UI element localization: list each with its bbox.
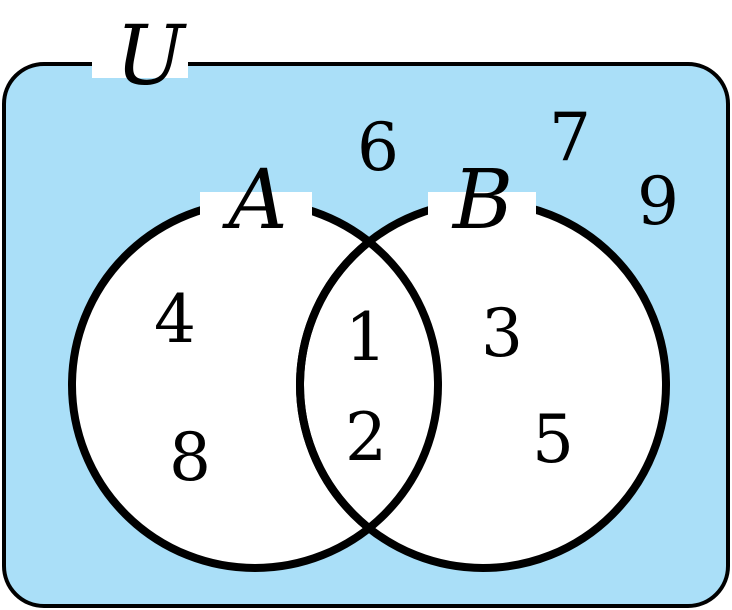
set-a-element: 8	[169, 419, 211, 496]
set-a-element: 4	[154, 281, 196, 358]
set-a-label-gap	[200, 192, 312, 222]
universe-label-gap	[92, 52, 188, 78]
set-b-element: 3	[481, 295, 523, 372]
universe-element: 7	[549, 99, 591, 176]
set-a-label: A	[221, 153, 287, 248]
set-b-label: B	[451, 153, 513, 248]
set-b-fill	[300, 202, 666, 568]
intersection-element: 1	[345, 299, 387, 376]
universe-label: U	[115, 9, 187, 104]
universe-element: 9	[637, 163, 679, 240]
set-b-circle-inner-arc	[296, 202, 438, 568]
set-b-label-gap	[428, 192, 536, 222]
set-b-element: 5	[532, 401, 574, 478]
intersection-element: 2	[345, 399, 387, 476]
universe-element: 6	[357, 109, 399, 186]
